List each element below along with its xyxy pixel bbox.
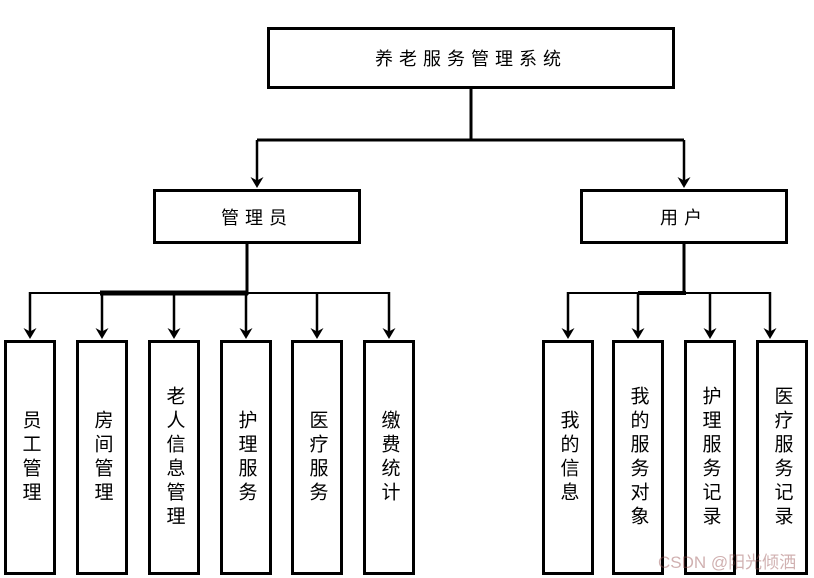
leaf-node-nursing-service: 护理服务 [220, 340, 272, 575]
arrowhead-icon [95, 328, 109, 339]
arrowhead-icon [310, 328, 324, 339]
node-admin-label: 管理员 [221, 207, 293, 228]
leaf-node-nursing-records: 护理服务记录 [684, 340, 736, 575]
leaf-node-medical-service: 医疗服务 [291, 340, 343, 575]
leaf-label: 医疗服务记录 [771, 385, 793, 530]
node-root: 养老服务管理系统 [267, 27, 675, 89]
arrowhead-icon [703, 328, 717, 339]
arrowhead-icon [763, 328, 777, 339]
leaf-label: 老人信息管理 [163, 385, 185, 530]
node-user: 用户 [580, 189, 788, 244]
leaf-label: 医疗服务 [306, 409, 328, 506]
arrowhead-icon [382, 328, 396, 339]
leaf-label: 我的服务对象 [627, 385, 649, 530]
leaf-node-my-service-targets: 我的服务对象 [612, 340, 664, 575]
leaf-label: 护理服务记录 [699, 385, 721, 530]
node-root-label: 养老服务管理系统 [375, 49, 567, 69]
leaf-label: 缴费统计 [378, 409, 400, 506]
arrowhead-icon [561, 328, 575, 339]
leaf-node-elder-info-mgmt: 老人信息管理 [148, 340, 200, 575]
arrowhead-icon [23, 328, 37, 339]
arrowhead-icon [239, 328, 253, 339]
leaf-node-payment-stats: 缴费统计 [363, 340, 415, 575]
arrowhead-icon [631, 328, 645, 339]
arrowhead-icon [677, 177, 691, 188]
leaf-label: 房间管理 [91, 409, 113, 506]
leaf-node-room-mgmt: 房间管理 [76, 340, 128, 575]
leaf-node-medical-records: 医疗服务记录 [756, 340, 808, 575]
node-user-label: 用户 [660, 207, 708, 228]
leaf-node-my-info: 我的信息 [542, 340, 594, 575]
arrowhead-icon [167, 328, 181, 339]
leaf-label: 护理服务 [235, 409, 257, 506]
leaf-node-staff-mgmt: 员工管理 [4, 340, 56, 575]
leaf-label: 我的信息 [557, 409, 579, 506]
csdn-watermark: CSDN @阳光倾洒 [658, 553, 797, 572]
arrowhead-icon [250, 177, 264, 188]
leaf-label: 员工管理 [19, 409, 41, 506]
node-admin: 管理员 [153, 189, 361, 244]
